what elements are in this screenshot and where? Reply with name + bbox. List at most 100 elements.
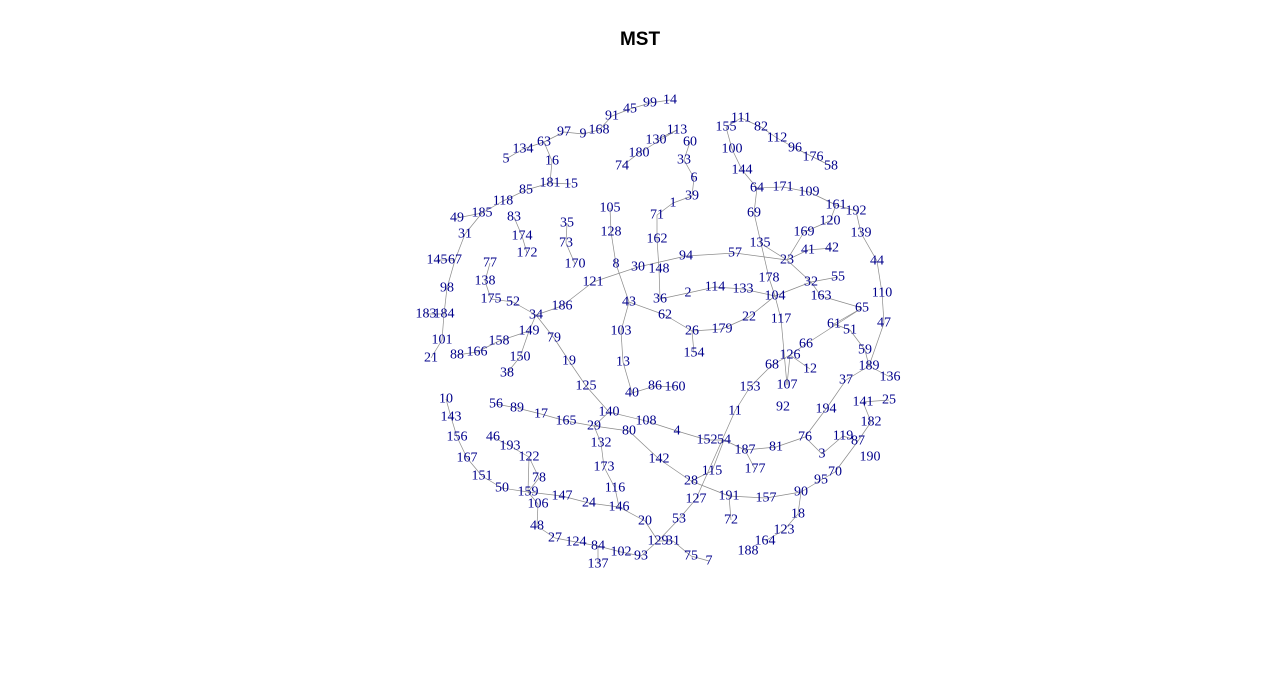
node-179: 179 bbox=[712, 322, 733, 337]
node-72: 72 bbox=[724, 513, 738, 528]
node-185: 185 bbox=[472, 206, 493, 221]
node-142: 142 bbox=[649, 452, 670, 467]
edge-104-32 bbox=[774, 281, 812, 297]
node-36: 36 bbox=[653, 292, 667, 307]
node-85: 85 bbox=[519, 183, 533, 198]
node-82: 82 bbox=[754, 120, 768, 135]
edge-63-16 bbox=[543, 141, 553, 162]
node-141: 141 bbox=[853, 395, 874, 410]
node-79: 79 bbox=[547, 331, 561, 346]
edge-60-33 bbox=[683, 141, 691, 161]
node-53: 53 bbox=[672, 512, 686, 527]
edge-62-26 bbox=[664, 314, 693, 332]
node-175: 175 bbox=[481, 292, 502, 307]
edge-45-91 bbox=[611, 108, 631, 117]
node-186: 186 bbox=[552, 299, 573, 314]
node-136: 136 bbox=[880, 370, 901, 385]
node-48: 48 bbox=[530, 519, 544, 534]
edge-11-127 bbox=[695, 410, 736, 500]
edge-36-2 bbox=[659, 292, 689, 300]
node-161: 161 bbox=[826, 198, 847, 213]
edge-40-86 bbox=[631, 385, 656, 394]
node-35: 35 bbox=[560, 216, 574, 231]
edge-138-175 bbox=[484, 280, 492, 300]
node-143: 143 bbox=[441, 410, 462, 425]
node-159: 159 bbox=[518, 485, 539, 500]
edge-44-110 bbox=[876, 260, 883, 294]
node-91: 91 bbox=[605, 109, 619, 124]
node-135: 135 bbox=[750, 236, 771, 251]
edge-174-172 bbox=[521, 235, 528, 254]
edge-179-22 bbox=[721, 316, 750, 330]
edge-24-146 bbox=[588, 502, 620, 508]
edge-90-157 bbox=[765, 491, 802, 499]
edge-187-177 bbox=[744, 449, 756, 470]
edge-28-142 bbox=[658, 458, 692, 482]
node-167: 167 bbox=[457, 451, 478, 466]
edge-29-140 bbox=[593, 411, 610, 427]
node-137: 137 bbox=[588, 557, 609, 572]
edge-53-129 bbox=[657, 518, 680, 542]
edge-166-88 bbox=[456, 351, 478, 356]
edge-86-160 bbox=[654, 385, 676, 388]
node-126: 126 bbox=[780, 348, 801, 363]
edge-13-40 bbox=[622, 361, 633, 394]
edge-161-192 bbox=[835, 204, 857, 212]
node-194: 194 bbox=[816, 402, 837, 417]
edge-81-76 bbox=[775, 436, 806, 448]
edge-115-54 bbox=[711, 439, 725, 472]
edge-120-161 bbox=[829, 204, 837, 222]
node-155: 155 bbox=[716, 120, 737, 135]
edge-134-5 bbox=[505, 148, 524, 160]
edge-75-7 bbox=[690, 555, 710, 562]
edge-111-82 bbox=[740, 117, 762, 128]
edge-142-80 bbox=[628, 430, 660, 460]
edge-149-150 bbox=[519, 330, 530, 358]
edge-19-125 bbox=[568, 360, 587, 387]
edge-9-97 bbox=[563, 131, 584, 135]
node-45: 45 bbox=[623, 102, 637, 117]
node-9: 9 bbox=[580, 127, 587, 142]
edge-147-24 bbox=[561, 495, 590, 504]
node-67: 67 bbox=[448, 253, 462, 268]
node-121: 121 bbox=[583, 275, 604, 290]
node-27: 27 bbox=[548, 531, 562, 546]
node-73: 73 bbox=[559, 236, 573, 251]
edge-175-52 bbox=[490, 298, 514, 303]
edge-80-29 bbox=[593, 425, 630, 432]
node-173: 173 bbox=[594, 460, 615, 475]
edge-121-30 bbox=[592, 266, 639, 283]
node-112: 112 bbox=[767, 131, 787, 146]
node-1: 1 bbox=[670, 196, 677, 211]
edge-34-186 bbox=[535, 305, 563, 316]
edge-54-187 bbox=[723, 439, 746, 451]
node-26: 26 bbox=[685, 324, 699, 339]
edge-181-85 bbox=[525, 182, 551, 191]
node-113: 113 bbox=[667, 123, 687, 138]
edge-141-25 bbox=[862, 399, 890, 403]
node-97: 97 bbox=[557, 125, 571, 140]
edge-104-178 bbox=[768, 277, 776, 297]
node-168: 168 bbox=[589, 123, 610, 138]
node-94: 94 bbox=[679, 249, 693, 264]
edge-109-171 bbox=[782, 186, 810, 193]
node-61: 61 bbox=[827, 317, 841, 332]
node-10: 10 bbox=[439, 392, 453, 407]
edge-171-64 bbox=[756, 186, 784, 189]
edge-37-194 bbox=[825, 379, 847, 410]
edge-148-36 bbox=[658, 268, 661, 300]
edge-140-108 bbox=[608, 411, 647, 422]
node-86: 86 bbox=[648, 379, 662, 394]
edge-100-155 bbox=[725, 126, 733, 150]
node-51: 51 bbox=[843, 323, 857, 338]
node-63: 63 bbox=[537, 135, 551, 150]
node-3: 3 bbox=[819, 447, 826, 462]
node-164: 164 bbox=[755, 534, 776, 549]
node-60: 60 bbox=[683, 135, 697, 150]
edge-132-173 bbox=[600, 442, 605, 468]
node-30: 30 bbox=[631, 260, 645, 275]
node-189: 189 bbox=[859, 359, 880, 374]
edge-163-65 bbox=[820, 295, 863, 309]
node-69: 69 bbox=[747, 206, 761, 221]
node-102: 102 bbox=[611, 545, 632, 560]
